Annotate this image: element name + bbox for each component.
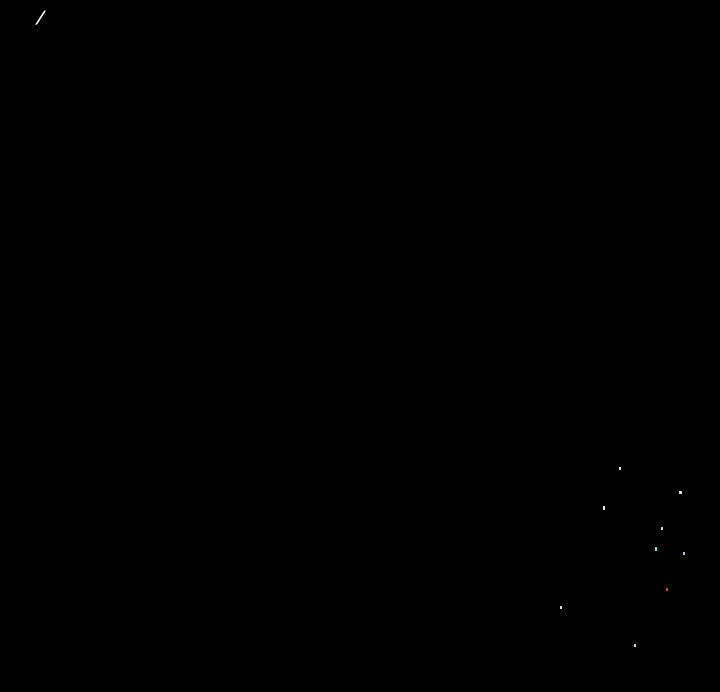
pixel-speck — [655, 547, 657, 551]
pixel-speck — [619, 467, 621, 470]
pixel-speck — [666, 588, 668, 591]
pixel-speck — [679, 491, 682, 494]
pixel-speck — [560, 606, 562, 609]
pixel-speck — [683, 552, 685, 555]
pixel-speck — [661, 527, 663, 530]
pixel-speck — [603, 506, 605, 510]
pixel-speck — [634, 644, 636, 647]
